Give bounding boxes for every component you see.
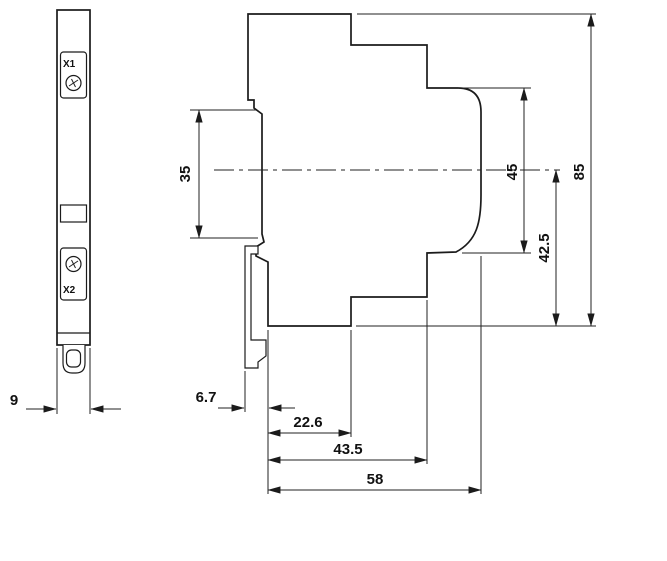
terminal-x1-label: X1: [63, 59, 76, 70]
terminal-x2-label: X2: [63, 285, 76, 296]
dim-label-front-height: 45: [504, 164, 521, 181]
dim-label-recess-height: 35: [177, 166, 194, 183]
front-body: [56, 9, 91, 346]
marking-window: [59, 204, 88, 223]
dim-label-total-height: 85: [571, 164, 588, 181]
side-view: 35 45 42.5 85 6.7 22.6 43.5 58: [177, 13, 596, 494]
terminal-x1-box: [59, 51, 88, 99]
front-view: X1 X2 9: [10, 9, 121, 414]
screw-head-icon: [65, 74, 82, 92]
din-rail-clip: [244, 245, 267, 369]
dim-label-upper-depth: 22.6: [293, 414, 322, 431]
dim-label-mid-depth: 43.5: [333, 441, 362, 458]
dim-label-total-depth: 58: [367, 471, 384, 488]
terminal-x2-box: [59, 247, 88, 301]
screw-head-icon: [65, 255, 82, 273]
front-clip-hole: [65, 349, 82, 368]
dim-label-clip-depth: 6.7: [196, 389, 217, 406]
dim-label-width: 9: [10, 392, 18, 409]
dim-label-center-to-bottom: 42.5: [536, 233, 553, 262]
